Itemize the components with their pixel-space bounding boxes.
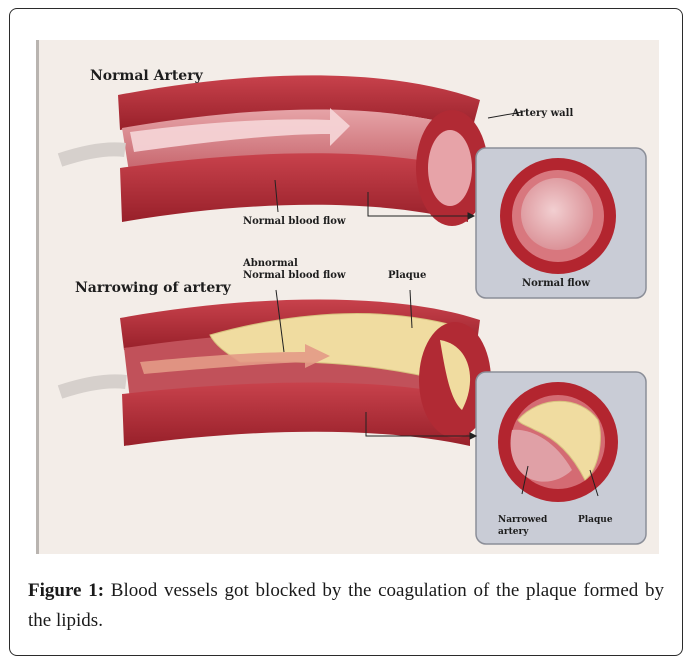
artery-wall-label: Artery wall	[511, 108, 573, 119]
figure-caption-label: Figure 1:	[28, 580, 104, 601]
normal-flow-label: Normal flow	[522, 278, 590, 289]
normal-cross-section-inset	[476, 148, 646, 298]
section-title-normal: Normal Artery	[90, 68, 204, 84]
narrowed-label-line2: artery	[498, 527, 529, 537]
figure-caption: Figure 1: Blood vessels got blocked by t…	[28, 576, 664, 636]
figure-caption-text: Blood vessels got blocked by the coagula…	[28, 580, 664, 631]
plaque-label-main: Plaque	[388, 270, 426, 281]
abnormal-label-line1: Abnormal	[242, 258, 298, 269]
plaque-label-inset: Plaque	[578, 515, 613, 525]
normal-artery-lower-wall	[120, 153, 468, 222]
section-title-narrowing: Narrowing of artery	[75, 280, 232, 296]
narrowed-artery-illustration	[60, 299, 491, 446]
abnormal-label-line2: Normal blood flow	[243, 270, 346, 281]
normal-blood-flow-label: Normal blood flow	[243, 216, 346, 227]
narrowed-label-line1: Narrowed	[498, 515, 548, 525]
